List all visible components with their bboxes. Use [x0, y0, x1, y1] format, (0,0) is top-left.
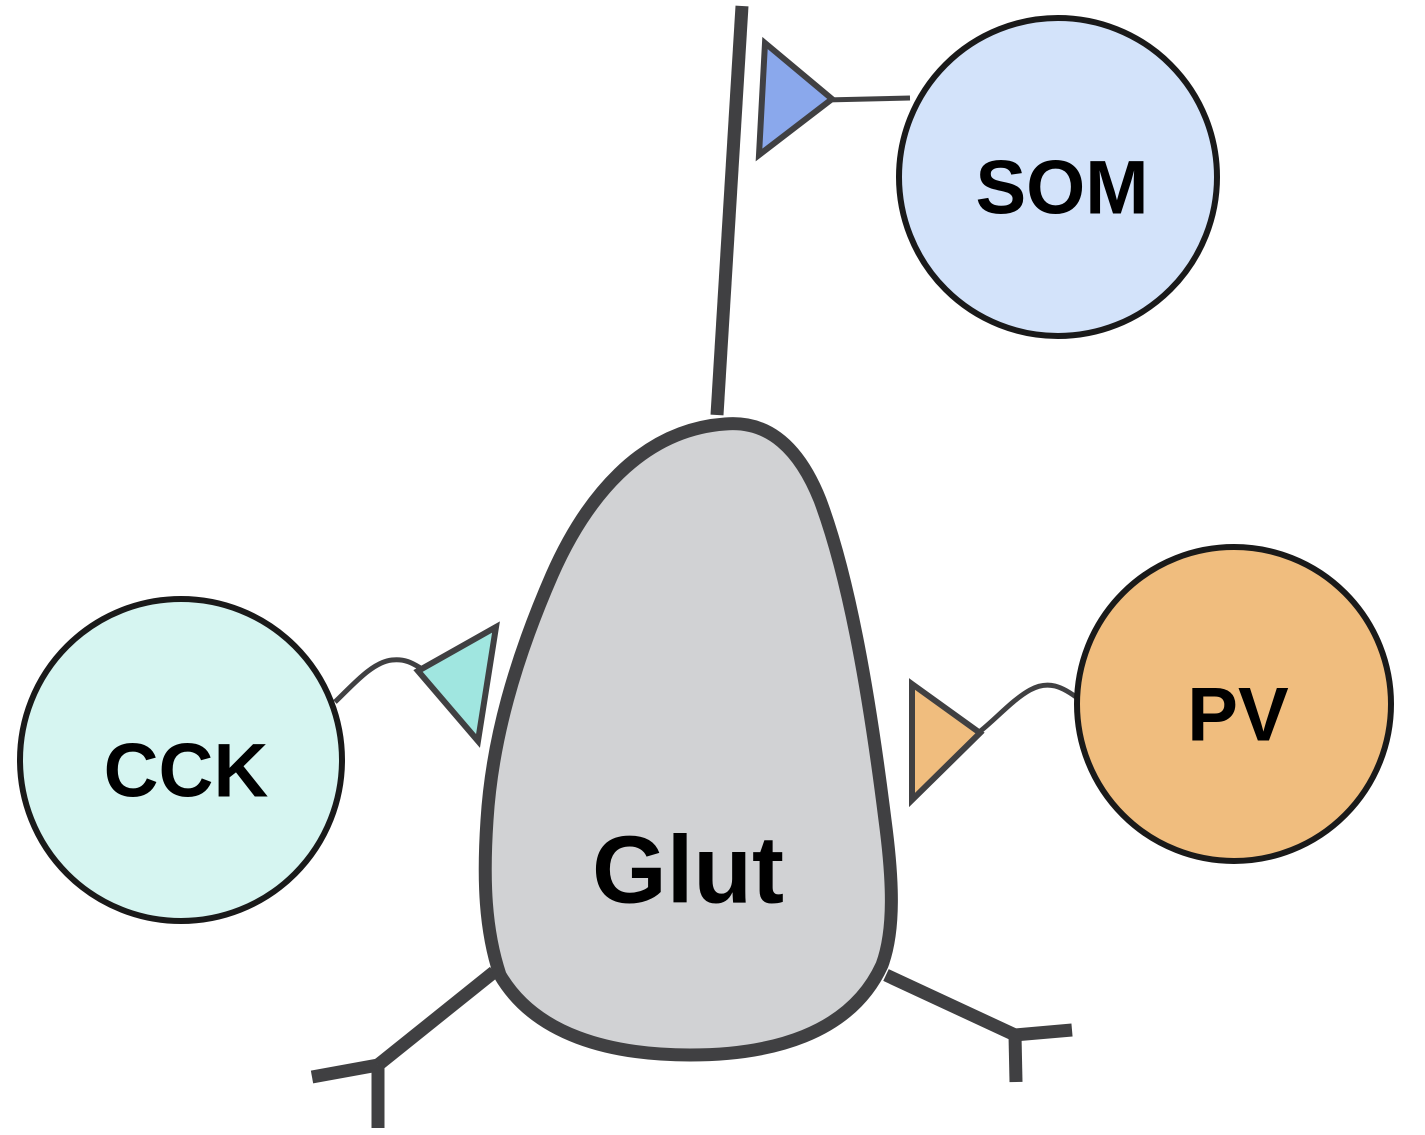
cck-label: CCK: [104, 729, 269, 814]
pv-synapse-terminal: [909, 678, 985, 808]
pv-node: [1074, 544, 1394, 864]
basal-dendrite-left: [310, 966, 499, 1128]
som-label: SOM: [975, 146, 1148, 231]
cck-axon: [333, 657, 430, 704]
pv-axon: [976, 682, 1082, 735]
cck-node: [17, 596, 345, 924]
glut-label: Glut: [592, 817, 784, 924]
pv-label: PV: [1187, 673, 1289, 758]
som-node: [896, 15, 1220, 339]
basal-dendrite-right: [883, 969, 1073, 1083]
som-synapse-terminal: [755, 36, 837, 162]
som-axon: [824, 95, 911, 103]
apical-dendrite: [710, 5, 749, 416]
cck-synapse-terminal: [413, 621, 500, 748]
glut-soma: [478, 417, 898, 1062]
